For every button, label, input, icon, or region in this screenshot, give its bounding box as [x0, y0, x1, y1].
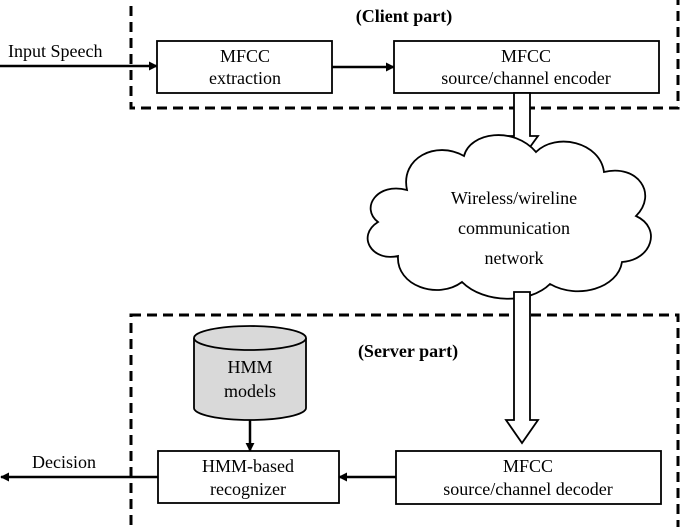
mfcc-extraction-line1: MFCC [220, 46, 270, 66]
network-line3: network [485, 248, 544, 268]
hmm-models-line1: HMM [227, 357, 272, 377]
network-to-decoder-hollow-arrow [504, 291, 540, 445]
decision-label: Decision [32, 452, 96, 472]
network-line2: communication [458, 218, 570, 238]
network-cloud [366, 134, 652, 300]
hmm-recognizer-line1: HMM-based [202, 456, 294, 476]
mfcc-extraction-line2: extraction [209, 68, 281, 88]
hmm-recognizer-box [157, 450, 340, 504]
server-part-container [129, 313, 680, 527]
input-speech-label: Input Speech [8, 41, 102, 61]
hmm-models-database-icon [193, 325, 307, 421]
mfcc-decoder-line1: MFCC [503, 456, 553, 476]
hmm-models-line2: models [224, 381, 276, 401]
hmm-recognizer-line2: recognizer [210, 479, 286, 499]
server-part-title: (Server part) [358, 341, 458, 362]
mfcc-decoder-line2: source/channel decoder [443, 479, 612, 499]
client-part-title: (Client part) [356, 6, 452, 27]
mfcc-encoder-line1: MFCC [501, 46, 551, 66]
mfcc-decoder-box [395, 450, 662, 505]
client-part-container [129, 0, 680, 110]
mfcc-encoder-line2: source/channel encoder [441, 68, 610, 88]
network-line1: Wireless/wireline [451, 188, 577, 208]
